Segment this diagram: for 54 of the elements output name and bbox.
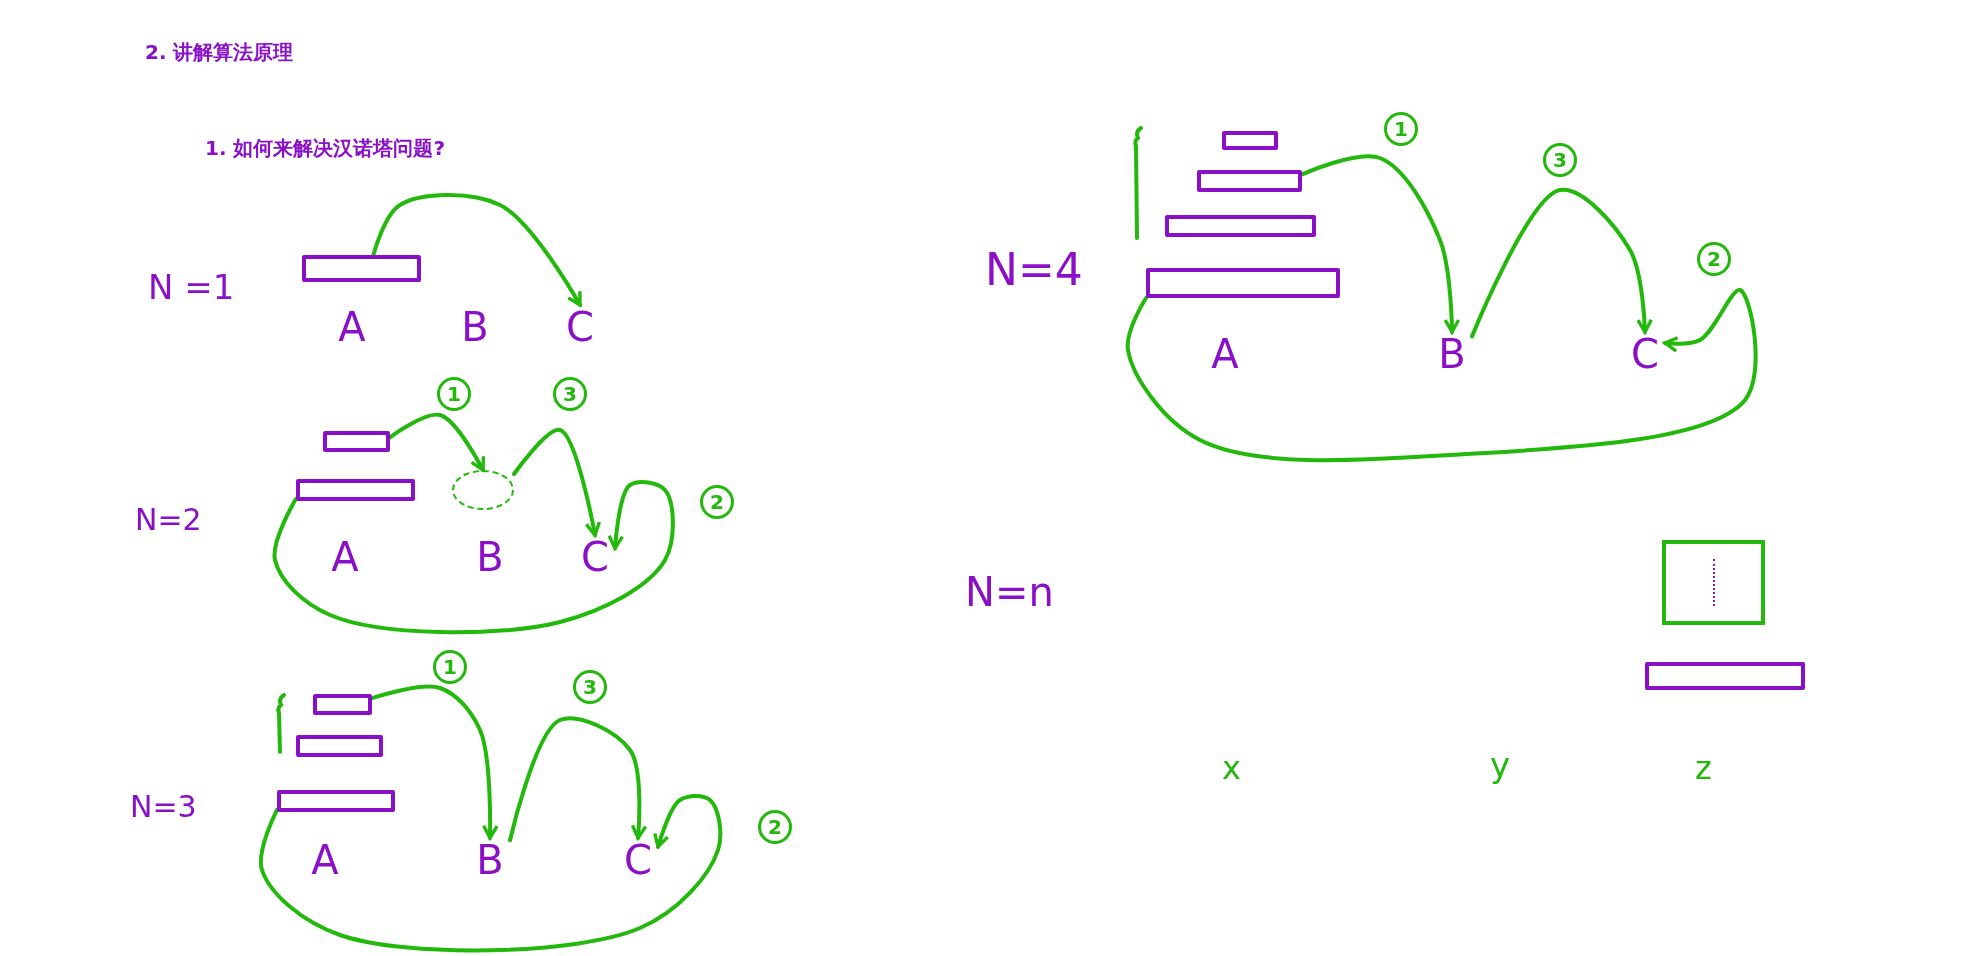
curved-arrow <box>512 428 601 537</box>
peg-letter: A <box>305 838 345 882</box>
peg-letter: A <box>332 305 372 349</box>
square-outline <box>1662 540 1765 625</box>
peg-label: y <box>1490 748 1511 782</box>
dashed-circle <box>452 470 514 510</box>
circled-step-number: 2 <box>1697 242 1731 276</box>
peg-label: z <box>1695 752 1712 784</box>
disk-bar <box>296 735 383 757</box>
circled-step-number: 3 <box>1543 143 1577 177</box>
curved-arrow <box>1300 154 1461 334</box>
peg-letter: B <box>1432 332 1472 376</box>
case-label: N =1 <box>148 270 235 304</box>
heading: 2. 讲解算法原理 <box>145 42 294 62</box>
disk-bar <box>1645 662 1805 690</box>
disk-bar <box>1146 268 1340 298</box>
disk-bar <box>323 431 390 452</box>
peg-letter: C <box>560 305 600 349</box>
disk-bar <box>302 255 421 282</box>
curved-arrow <box>1470 187 1653 339</box>
peg-letter: B <box>470 535 510 579</box>
disk-bar <box>1197 170 1302 192</box>
peg-letter: C <box>618 838 658 882</box>
circled-step-number: 2 <box>700 485 734 519</box>
case-label: N=n <box>965 572 1054 612</box>
curved-arrow <box>508 716 648 843</box>
peg-letter: A <box>325 535 365 579</box>
case-label: N=2 <box>135 505 202 535</box>
peg-letter: A <box>1205 332 1245 376</box>
circled-step-number: 1 <box>437 377 471 411</box>
peg-letter: B <box>455 305 495 349</box>
disk-bar <box>277 790 395 812</box>
circled-step-number: 1 <box>433 650 467 684</box>
peg-letter: B <box>470 838 510 882</box>
circled-step-number: 1 <box>1384 112 1418 146</box>
curved-arrow <box>259 794 723 953</box>
peg-letter: C <box>1625 332 1665 376</box>
curved-arrow <box>371 193 582 307</box>
peg-letter: C <box>575 535 615 579</box>
subheading: 1. 如何来解决汉诺塔问题? <box>205 138 446 158</box>
disk-bar <box>296 479 415 501</box>
curved-arrow <box>370 684 499 840</box>
curved-arrow <box>388 412 485 472</box>
disk-bar <box>1165 215 1316 237</box>
disk-bar <box>1222 131 1278 150</box>
curved-arrow <box>1125 288 1758 463</box>
circled-step-number: 3 <box>573 670 607 704</box>
peg-label: x <box>1222 752 1241 784</box>
circled-step-number: 2 <box>758 810 792 844</box>
curved-arrow <box>272 480 675 635</box>
case-label: N=3 <box>130 792 197 822</box>
case-label: N=4 <box>985 248 1083 292</box>
disk-bar <box>313 694 372 715</box>
circled-step-number: 3 <box>553 377 587 411</box>
